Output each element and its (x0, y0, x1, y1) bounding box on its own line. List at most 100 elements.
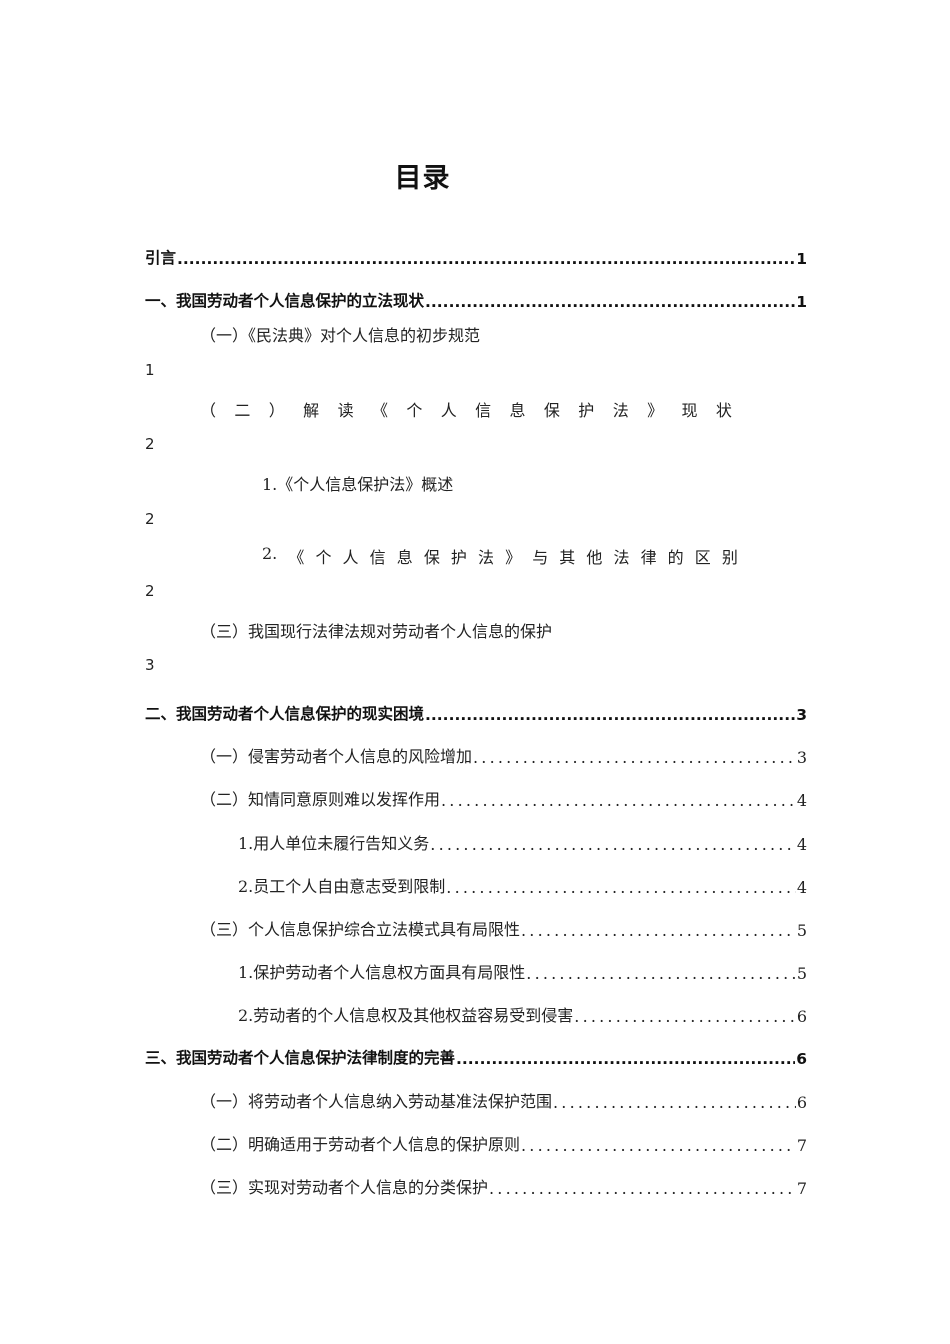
dot-leader: ........................................… (456, 1050, 795, 1068)
char: 信 (369, 548, 386, 567)
toc-entry-label: 2.劳动者的个人信息权及其他权益容易受到侵害 (238, 1006, 574, 1025)
char: ） (268, 401, 285, 420)
toc-entry-3-3[interactable]: （三）实现对劳动者个人信息的分类保护 .....................… (200, 1174, 807, 1198)
char: 信 (475, 401, 492, 420)
toc-entry-label: 一、我国劳动者个人信息保护的立法现状 (145, 292, 425, 310)
char: 律 (640, 548, 657, 567)
toc-entry-1-3-label[interactable]: （三）我国现行法律法规对劳动者个人信息的保护 (200, 622, 553, 641)
toc-entry-1-3-page: 3 (145, 656, 155, 674)
toc-entry-page: 3 (796, 706, 807, 724)
dot-leader: ........................................… (441, 791, 796, 810)
char: 息 (509, 401, 526, 420)
toc-entry-1-2-2-page: 2 (145, 582, 155, 600)
toc-entry-1-1-page: 1 (145, 361, 155, 379)
toc-entry-chapter-1[interactable]: 一、我国劳动者个人信息保护的立法现状 .....................… (145, 287, 807, 311)
char: 护 (578, 401, 595, 420)
toc-entry-page: 6 (796, 1050, 807, 1068)
char: 二 (234, 401, 251, 420)
toc-entry-chapter-3[interactable]: 三、我国劳动者个人信息保护法律制度的完善 ...................… (145, 1044, 807, 1068)
char: 法 (478, 548, 495, 567)
char: 个 (406, 401, 423, 420)
dot-leader: ........................................… (430, 835, 796, 854)
char: 法 (612, 401, 629, 420)
toc-entry-page: 4 (796, 835, 807, 854)
char: 他 (586, 548, 603, 567)
char: 保 (543, 401, 560, 420)
char: 》 (505, 548, 522, 567)
toc-entry-label: （三）个人信息保护综合立法模式具有局限性 (200, 920, 521, 939)
char: 法 (613, 548, 630, 567)
toc-entry-1-2-page: 2 (145, 435, 155, 453)
char: 的 (667, 548, 684, 567)
toc-entry-page: 7 (796, 1136, 807, 1155)
toc-entry-page: 6 (796, 1007, 807, 1026)
char: 与 (532, 548, 549, 567)
toc-entry-page: 4 (796, 878, 807, 897)
dot-leader: ........................................… (521, 921, 796, 940)
toc-entry-page: 4 (796, 791, 807, 810)
toc-entry-label: （三）实现对劳动者个人信息的分类保护 (200, 1178, 489, 1197)
dot-leader: ........................................… (177, 250, 796, 268)
char: 状 (715, 401, 732, 420)
toc-entry-label: 1.用人单位未履行告知义务 (238, 834, 430, 853)
toc-entry-1-2-1-label[interactable]: 1.《个人信息保护法》概述 (262, 475, 454, 494)
char: 《 (288, 548, 305, 567)
toc-entry-2-2-2[interactable]: 2.员工个人自由意志受到限制 .........................… (238, 873, 807, 897)
toc-entry-3-2[interactable]: （二）明确适用于劳动者个人信息的保护原则 ...................… (200, 1131, 807, 1155)
toc-entry-label: 二、我国劳动者个人信息保护的现实困境 (145, 705, 425, 723)
toc-entry-page: 5 (796, 964, 807, 983)
toc-entry-label: （二）知情同意原则难以发挥作用 (200, 790, 441, 809)
char: （ (200, 401, 217, 420)
dot-leader: ........................................… (574, 1007, 796, 1026)
char: 个 (315, 548, 332, 567)
char: 人 (440, 401, 457, 420)
toc-entry-page: 5 (796, 921, 807, 940)
toc-entry-label: （二）明确适用于劳动者个人信息的保护原则 (200, 1135, 521, 1154)
toc-entry-1-2-label[interactable]: （ 二 ） 解 读 《 个 人 信 息 保 护 法 》 现 状 (200, 397, 732, 421)
toc-entry-page: 7 (796, 1179, 807, 1198)
toc-entry-3-1[interactable]: （一）将劳动者个人信息纳入劳动基准法保护范围 .................… (200, 1088, 807, 1112)
toc-entry-1-2-1-page: 2 (145, 510, 155, 528)
toc-entry-2-3-1[interactable]: 1.保护劳动者个人信息权方面具有局限性 ....................… (238, 959, 807, 983)
char: 》 (647, 401, 664, 420)
char: 其 (559, 548, 576, 567)
toc-entry-1-2-2-label[interactable]: 2. 《 个 人 信 息 保 护 法 》 与 其 他 法 律 的 区 别 (262, 544, 738, 568)
toc-title: 目录 (394, 163, 451, 194)
toc-entry-label: 三、我国劳动者个人信息保护法律制度的完善 (145, 1049, 456, 1067)
dot-leader: ........................................… (425, 706, 795, 724)
toc-entry-label: 1.保护劳动者个人信息权方面具有局限性 (238, 963, 526, 982)
char: 解 (303, 401, 320, 420)
toc-entry-page: 1 (796, 293, 807, 311)
toc-entry-chapter-2[interactable]: 二、我国劳动者个人信息保护的现实困境 .....................… (145, 700, 807, 724)
char: 2. (262, 544, 278, 563)
toc-entry-1-1-label[interactable]: （一）《民法典》对个人信息的初步规范 (200, 326, 481, 345)
toc-entry-2-1[interactable]: （一）侵害劳动者个人信息的风险增加 ......................… (200, 743, 807, 767)
char: 读 (337, 401, 354, 420)
char: 人 (342, 548, 359, 567)
toc-entry-page: 6 (796, 1093, 807, 1112)
char: 护 (450, 548, 467, 567)
char: 别 (721, 548, 738, 567)
char: 区 (694, 548, 711, 567)
dot-leader: ........................................… (425, 293, 795, 311)
toc-entry-label: 引言 (145, 249, 177, 267)
toc-entry-intro[interactable]: 引言 .....................................… (145, 244, 807, 268)
toc-entry-2-3-2[interactable]: 2.劳动者的个人信息权及其他权益容易受到侵害 .................… (238, 1002, 807, 1026)
toc-entry-2-3[interactable]: （三）个人信息保护综合立法模式具有局限性 ...................… (200, 916, 807, 940)
toc-entry-page: 3 (796, 748, 807, 767)
dot-leader: ........................................… (526, 964, 796, 983)
dot-leader: ........................................… (553, 1093, 796, 1112)
char: 息 (396, 548, 413, 567)
char: 现 (681, 401, 698, 420)
dot-leader: ........................................… (446, 878, 796, 897)
toc-entry-2-2-1[interactable]: 1.用人单位未履行告知义务 ..........................… (238, 830, 807, 854)
char: 《 (371, 401, 388, 420)
char: 保 (423, 548, 440, 567)
dot-leader: ........................................… (473, 748, 796, 767)
toc-entry-label: （一）将劳动者个人信息纳入劳动基准法保护范围 (200, 1092, 553, 1111)
toc-entry-2-2[interactable]: （二）知情同意原则难以发挥作用 ........................… (200, 786, 807, 810)
toc-entry-label: （一）侵害劳动者个人信息的风险增加 (200, 747, 473, 766)
toc-entry-label: 2.员工个人自由意志受到限制 (238, 877, 446, 896)
dot-leader: ........................................… (489, 1179, 796, 1198)
